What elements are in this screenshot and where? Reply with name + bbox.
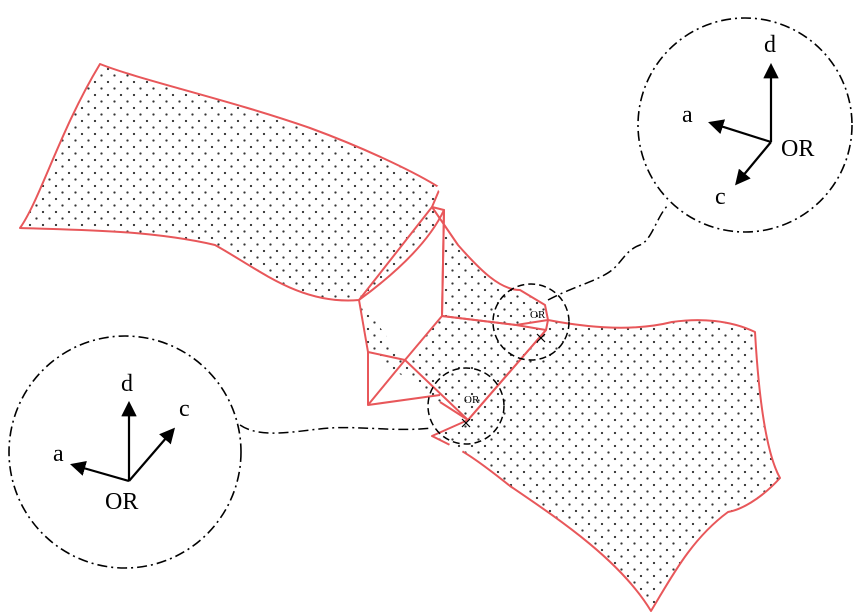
fold-connector — [359, 300, 546, 420]
left-axis-c — [128, 427, 176, 482]
leader-line-right — [547, 204, 669, 301]
surface-gap-bottom — [448, 442, 464, 454]
origin-point-upper-x-icon — [536, 333, 546, 343]
right-frame-axes — [708, 62, 779, 186]
right-axis-c — [735, 141, 772, 186]
leader-line-left — [239, 424, 433, 434]
right-axis-c-label: c — [715, 184, 726, 210]
right-origin-label: OR — [781, 136, 814, 162]
left-frame-axes — [70, 400, 176, 483]
fold-lines — [358, 206, 547, 421]
frame-callout-right — [637, 17, 853, 233]
frame-callout-left — [8, 335, 242, 569]
origin-circle-upper — [492, 283, 570, 361]
right-axis-a — [708, 119, 772, 144]
origin-circle-lower — [427, 367, 505, 445]
right-axis-a-label: a — [682, 102, 693, 128]
origin-label-lower: OR — [464, 394, 480, 406]
origin-point-lower-x-icon — [461, 418, 471, 428]
left-origin-label: OR — [105, 489, 138, 515]
right-axis-d-label: d — [764, 32, 776, 58]
surface-gap-top — [436, 184, 448, 200]
origin-label-upper: OR — [530, 309, 546, 321]
upper-surface-band — [19, 63, 549, 326]
left-axis-a — [70, 460, 130, 483]
left-axis-a-label: a — [53, 441, 64, 467]
lower-surface-band — [431, 319, 781, 612]
left-axis-d-label: d — [121, 371, 133, 397]
left-axis-c-label: c — [179, 396, 190, 422]
